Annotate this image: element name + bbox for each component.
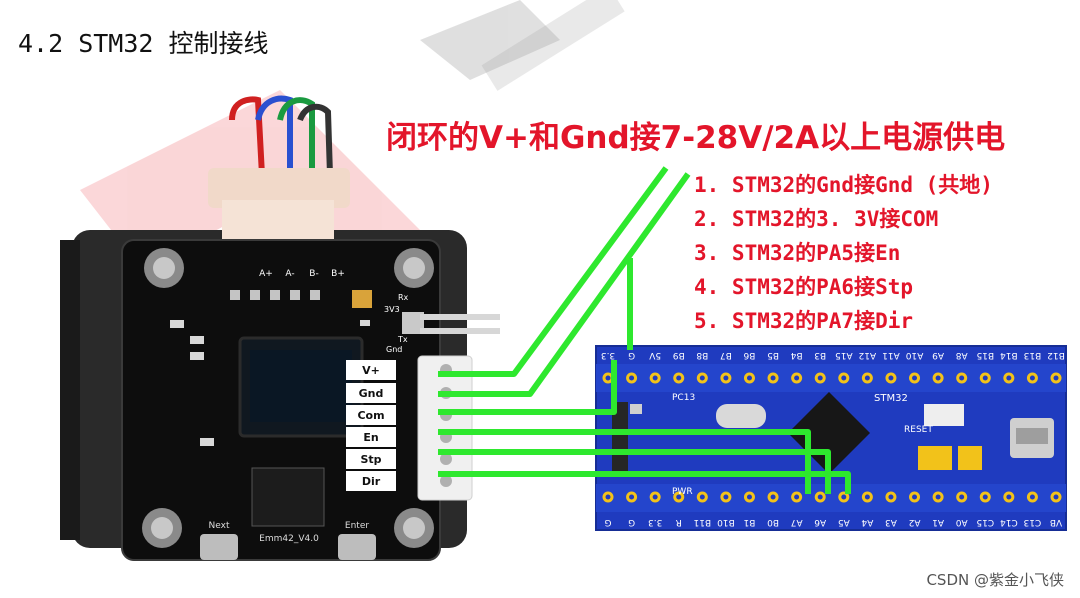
pin-label: VB <box>1050 517 1062 527</box>
wiring-step: 5. STM32的PA7接Dir <box>694 309 914 333</box>
pin-label: B5 <box>767 350 779 360</box>
pin-label: C14 <box>1000 517 1018 527</box>
pin-label: B6 <box>743 350 755 360</box>
screw-icon <box>144 248 184 288</box>
terminal-label-box <box>346 427 396 447</box>
terminal-label-box <box>346 471 396 491</box>
pin-label: B12 <box>1047 350 1065 360</box>
pin-label: B4 <box>790 350 802 360</box>
pin-label: B7 <box>720 350 732 360</box>
terminal-label-box <box>346 383 396 403</box>
source-credit: CSDN @紫金小飞侠 <box>926 571 1064 589</box>
terminal-label: Stp <box>360 453 381 466</box>
terminal-label: V+ <box>362 364 380 377</box>
screw-icon <box>394 248 434 288</box>
pin-label: A11 <box>882 350 900 360</box>
uart-pin-label: Rx <box>398 293 409 302</box>
pin-label: 5V <box>648 350 661 360</box>
pin-label: B3 <box>814 350 826 360</box>
reset-label: RESET <box>904 425 933 435</box>
stm32-chip-label: STM32 <box>874 393 908 404</box>
driver-model-label: Emm42_V4.0 <box>259 534 319 544</box>
pin-label: A9 <box>932 350 944 360</box>
pin-label: B0 <box>767 517 779 527</box>
pin-label: A6 <box>814 517 826 527</box>
wiring-step: 3. STM32的PA5接En <box>694 241 901 265</box>
screw-icon <box>142 508 182 548</box>
driver-chip <box>251 467 325 527</box>
motor-pin-label: B- <box>309 269 318 279</box>
enter-button-label: Enter <box>345 521 369 531</box>
next-button <box>200 534 238 560</box>
wiring-steps-list: 1. STM32的Gnd接Gnd (共地) 2. STM32的3. 3V接COM… <box>694 168 993 338</box>
pin-label: 3.3 <box>601 350 615 360</box>
pin-label: A12 <box>859 350 877 360</box>
wire <box>438 471 851 494</box>
pin-label: C15 <box>976 517 994 527</box>
terminal-label: Dir <box>362 475 381 488</box>
wiring-step: 2. STM32的3. 3V接COM <box>694 207 939 231</box>
motor-pin-label: B+ <box>331 269 345 279</box>
wiring-step: 4. STM32的PA6接Stp <box>694 275 914 299</box>
pin-label: B13 <box>1024 350 1042 360</box>
pin-label: B15 <box>976 350 994 360</box>
uart-pin-label: 3V3 <box>384 305 400 314</box>
reset-button-graphic <box>924 404 964 426</box>
pin-label: A15 <box>835 350 853 360</box>
screw-icon <box>394 508 434 548</box>
pin-label: B1 <box>744 517 756 527</box>
pin-label: A1 <box>932 517 944 527</box>
wire <box>438 166 669 377</box>
terminal-hole <box>440 453 452 465</box>
terminal-label: Gnd <box>359 387 384 400</box>
pin-label: G <box>604 517 611 527</box>
terminal-label-box <box>346 360 396 380</box>
section-title: 4.2 STM32 控制接线 <box>18 29 269 58</box>
wire <box>438 172 691 397</box>
pc13-label: PC13 <box>672 393 695 403</box>
wiring-step: 1. STM32的Gnd接Gnd (共地) <box>694 173 993 197</box>
pin-label: A5 <box>838 517 850 527</box>
pin-label: A4 <box>861 517 873 527</box>
driver-board <box>121 239 500 561</box>
pin-label: A8 <box>955 350 967 360</box>
terminal-label: En <box>363 431 378 444</box>
uart-pin-label: Gnd <box>386 345 402 354</box>
wire <box>438 360 617 415</box>
pin-label: B11 <box>693 517 711 527</box>
power-supply-note: 闭环的V+和Gnd接7-28V/2A以上电源供电 <box>386 120 1006 156</box>
pin-label: 3.3 <box>648 517 662 527</box>
pin-label: G <box>628 350 635 360</box>
terminal-label: Com <box>357 409 384 422</box>
pin-label: B9 <box>673 350 685 360</box>
pin-label: A7 <box>791 517 803 527</box>
motor-pin-label: A+ <box>259 269 273 279</box>
pin-label: C13 <box>1024 517 1042 527</box>
pin-label: B8 <box>696 350 708 360</box>
pin-label: A10 <box>905 350 923 360</box>
enter-button <box>338 534 376 560</box>
wire-group <box>438 166 851 494</box>
next-button-label: Next <box>209 521 230 531</box>
wire <box>438 429 811 494</box>
pin-label: A3 <box>885 517 897 527</box>
pwr-label: PWR <box>672 487 693 497</box>
terminal-label-box <box>346 449 396 469</box>
pin-label: B14 <box>1000 350 1018 360</box>
motor-pin-label: A- <box>285 269 294 279</box>
pin-label: A2 <box>909 517 921 527</box>
terminal-label-box <box>346 405 396 425</box>
pin-label: R <box>676 517 682 527</box>
pin-label: B10 <box>717 517 735 527</box>
pin-label: G <box>628 517 635 527</box>
uart-pin-label: Tx <box>397 335 408 344</box>
pin-label: A0 <box>955 517 967 527</box>
stm32-board <box>595 345 1067 531</box>
terminal-hole <box>440 475 452 487</box>
